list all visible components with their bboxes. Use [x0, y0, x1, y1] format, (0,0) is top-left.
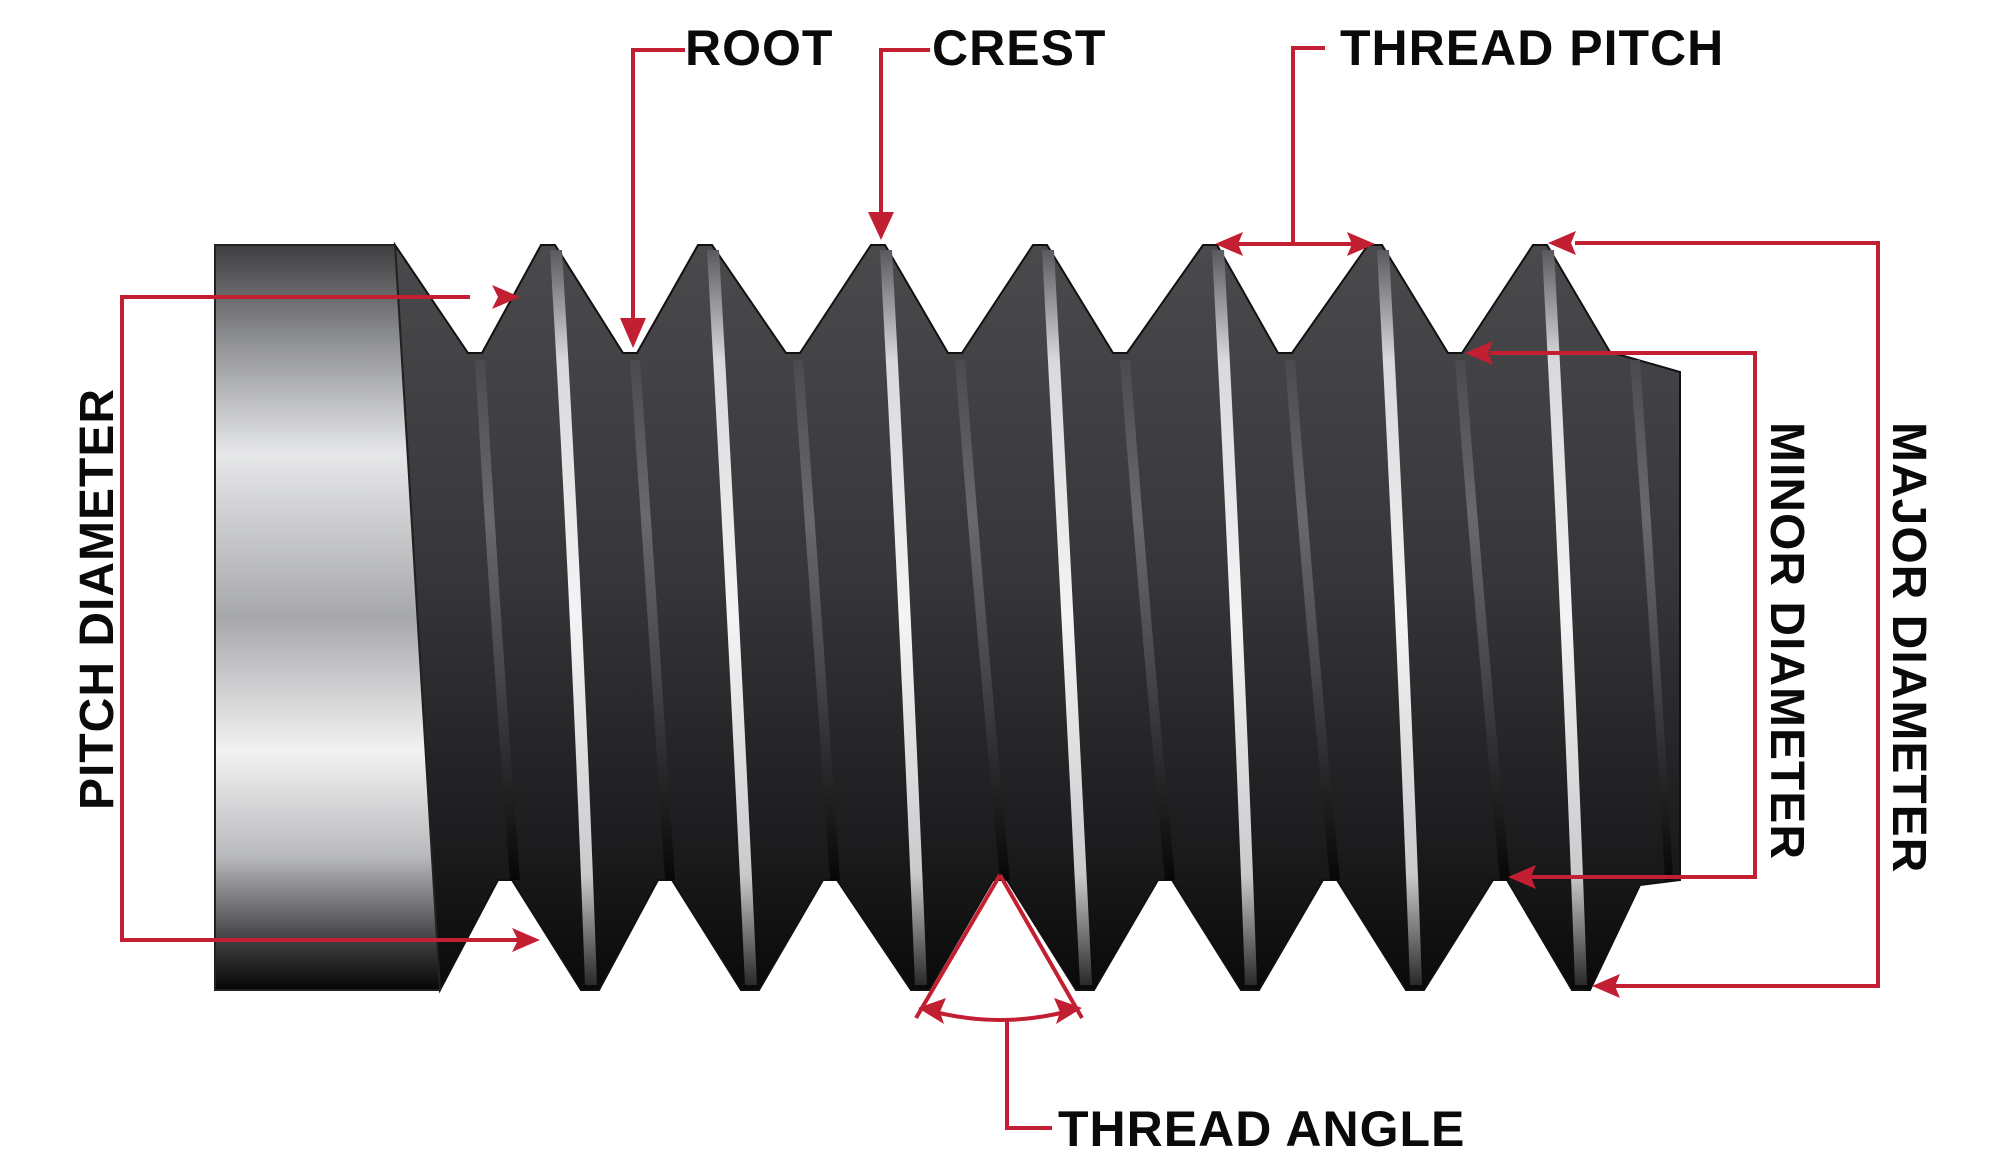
shank: [214, 244, 442, 991]
minor-diameter-leader: [1465, 341, 1757, 889]
root-leader: [620, 48, 685, 348]
major-diameter-label: MAJOR DIAMETER: [1882, 422, 1935, 873]
root-highlights: [475, 360, 1673, 880]
pitch-diameter-label: PITCH DIAMETER: [71, 388, 124, 810]
minor-diameter-label: MINOR DIAMETER: [1760, 422, 1813, 860]
crest-label: CREST: [932, 20, 1106, 76]
crest-leader: [868, 48, 930, 240]
threaded-body: [393, 241, 1681, 994]
root-label: ROOT: [685, 20, 833, 76]
pitch-diameter-leader: [120, 285, 540, 952]
thread-angle-leader: [914, 873, 1084, 1130]
major-diameter-leader: [1548, 231, 1880, 998]
crest-highlights: [550, 250, 1587, 985]
thread-pitch-leader: [1215, 46, 1375, 256]
thread-pitch-label: THREAD PITCH: [1340, 20, 1724, 76]
thread-angle-label: THREAD ANGLE: [1058, 1101, 1465, 1157]
